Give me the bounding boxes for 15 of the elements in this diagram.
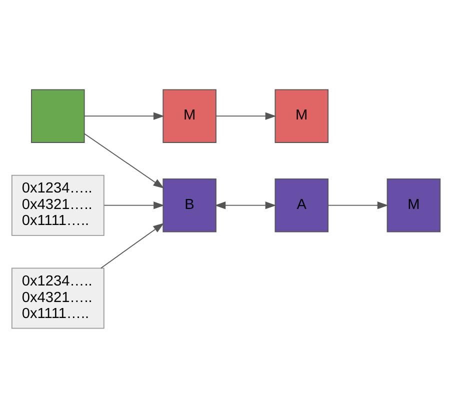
node-box: A: [274, 178, 328, 232]
arrow: [214, 202, 276, 210]
node-box: B: [162, 178, 216, 232]
node-box: M: [386, 178, 441, 232]
arrow: [328, 202, 388, 210]
arrow: [84, 133, 164, 189]
arrow: [104, 202, 164, 210]
node-box: 0x1234….. 0x4321….. 0x1111…..: [11, 174, 104, 236]
node-box: [31, 89, 85, 143]
node-box: 0x1234….. 0x4321….. 0x1111…..: [11, 268, 104, 329]
arrow: [216, 112, 276, 120]
node-box: M: [274, 89, 328, 143]
node-box: M: [162, 89, 216, 143]
arrow: [84, 112, 164, 120]
arrow: [100, 222, 164, 269]
